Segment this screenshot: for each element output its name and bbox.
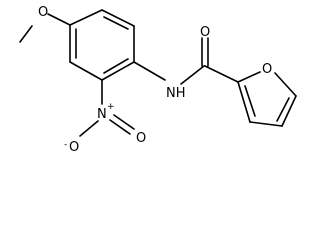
- nitro-double-bond-2: [113, 114, 135, 130]
- nitro-nitrogen-charge: +: [107, 102, 115, 112]
- nitro-oxygen-lower-label: O: [69, 140, 79, 155]
- methoxy-oxygen-label: O: [38, 5, 48, 20]
- nitro-oxygen-upper-label: O: [136, 131, 146, 146]
- nitro-single-bond: [79, 120, 99, 137]
- furan-bond: [249, 121, 283, 127]
- furan-double-bond: [244, 85, 256, 117]
- furan-double-bond: [276, 97, 290, 122]
- amide-nh-label: NH: [166, 86, 186, 101]
- furan-bond: [274, 72, 297, 97]
- aryl-nitrogen-bond: [133, 61, 166, 81]
- furan-bond: [281, 95, 297, 127]
- carbonyl-oxygen-label: O: [200, 25, 210, 40]
- methoxy-aryl-bond: [47, 13, 71, 26]
- benzene-double-bond: [103, 58, 129, 74]
- chemical-structure: O NH O O N + O - O: [19, 5, 297, 155]
- nitrogen-carbonyl-bond: [180, 65, 205, 85]
- benzene-ring: [69, 9, 135, 81]
- furan-bond: [237, 71, 261, 83]
- carbonyl-furan-bond: [204, 65, 239, 83]
- benzene-bond: [69, 61, 103, 81]
- furan-oxygen-label: O: [262, 62, 272, 77]
- nitro-oxygen-lower-charge: -: [64, 140, 67, 150]
- furan-bond: [237, 81, 251, 123]
- nitro-nitrogen-label: N: [97, 107, 107, 122]
- benzene-bond: [101, 9, 135, 27]
- methoxy-methyl-bond: [19, 25, 33, 43]
- furan-ring: O: [237, 62, 297, 127]
- nitro-double-bond-1: [109, 119, 131, 135]
- benzene-double-bond: [103, 16, 129, 30]
- benzene-bond: [69, 9, 103, 26]
- benzene-bond: [101, 61, 135, 81]
